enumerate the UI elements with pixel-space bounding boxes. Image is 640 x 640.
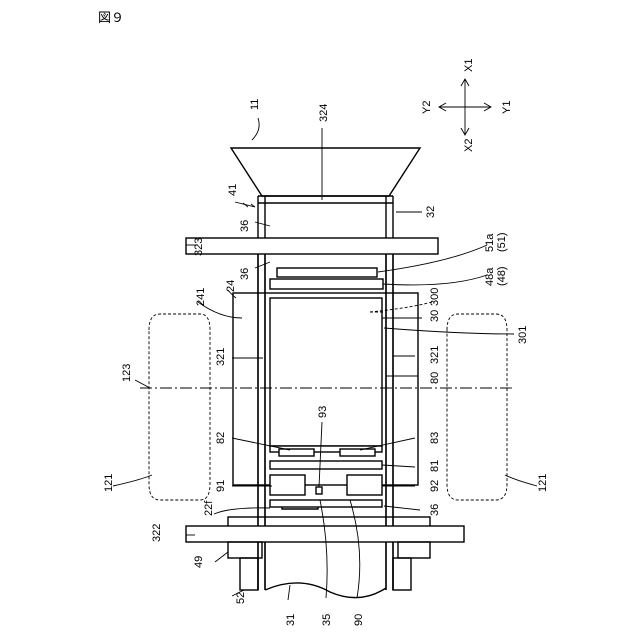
- label-93: 93: [317, 406, 329, 418]
- label-35: 35: [321, 614, 333, 626]
- label-90: 90: [353, 614, 365, 626]
- bracket-52-right: [393, 558, 411, 590]
- label-321-left: 321: [215, 348, 227, 366]
- axis-x1-label: X1: [463, 59, 475, 72]
- label-82: 82: [215, 432, 227, 444]
- right-wheel: [447, 314, 507, 500]
- label-30: 30: [429, 310, 441, 322]
- label-121-right: 121: [537, 474, 549, 492]
- label-36-mid: 36: [239, 268, 251, 280]
- label-51a: 51a: [484, 233, 496, 252]
- component-93: [316, 487, 322, 494]
- label-36-top: 36: [239, 220, 251, 232]
- case-48a: [270, 279, 383, 289]
- axis-cross: X1 X2 Y2 Y1: [421, 59, 513, 152]
- label-32: 32: [425, 206, 437, 218]
- label-11: 11: [249, 99, 261, 110]
- component-81: [270, 461, 382, 469]
- label-36-bottom: 36: [429, 504, 441, 516]
- label-324: 324: [318, 104, 330, 122]
- label-123: 123: [121, 364, 133, 382]
- label-83: 83: [429, 432, 441, 444]
- component-90: [270, 500, 382, 507]
- label-41: 41: [227, 184, 239, 196]
- hopper: [231, 148, 420, 196]
- label-91: 91: [215, 480, 227, 492]
- label-22f: 22f: [203, 500, 215, 516]
- label-48a: 48a: [484, 267, 496, 286]
- label-51: (51): [496, 232, 508, 252]
- lower-frame-31: [258, 542, 393, 598]
- component-82: [279, 449, 314, 456]
- label-24: 24: [225, 280, 237, 292]
- crossmember-323: [186, 238, 438, 254]
- bracket-52: [240, 558, 258, 590]
- battery-30: [270, 298, 382, 446]
- left-wheel: [149, 314, 210, 500]
- label-241: 241: [195, 288, 207, 306]
- label-80: 80: [429, 372, 441, 384]
- component-83: [340, 449, 375, 456]
- cover-51a: [277, 268, 377, 277]
- label-81: 81: [429, 460, 441, 472]
- figure-title: 図９: [98, 10, 124, 25]
- axis-y2-label: Y2: [421, 101, 433, 114]
- label-31: 31: [285, 614, 297, 626]
- label-323: 323: [193, 238, 205, 256]
- label-301: 301: [517, 326, 529, 344]
- bracket-49-right: [398, 542, 430, 558]
- label-92: 92: [429, 480, 441, 492]
- axis-x2-label: X2: [463, 139, 475, 152]
- label-52: 52: [235, 592, 247, 604]
- bracket-49: [228, 542, 262, 558]
- label-322: 322: [151, 524, 163, 542]
- label-300: 300: [429, 288, 441, 306]
- component-91: [270, 475, 305, 495]
- label-49: 49: [193, 556, 205, 568]
- component-92: [347, 475, 382, 495]
- label-321-right: 321: [429, 346, 441, 364]
- label-48: (48): [496, 266, 508, 286]
- axis-y1-label: Y1: [501, 101, 513, 114]
- label-121-left: 121: [103, 474, 115, 492]
